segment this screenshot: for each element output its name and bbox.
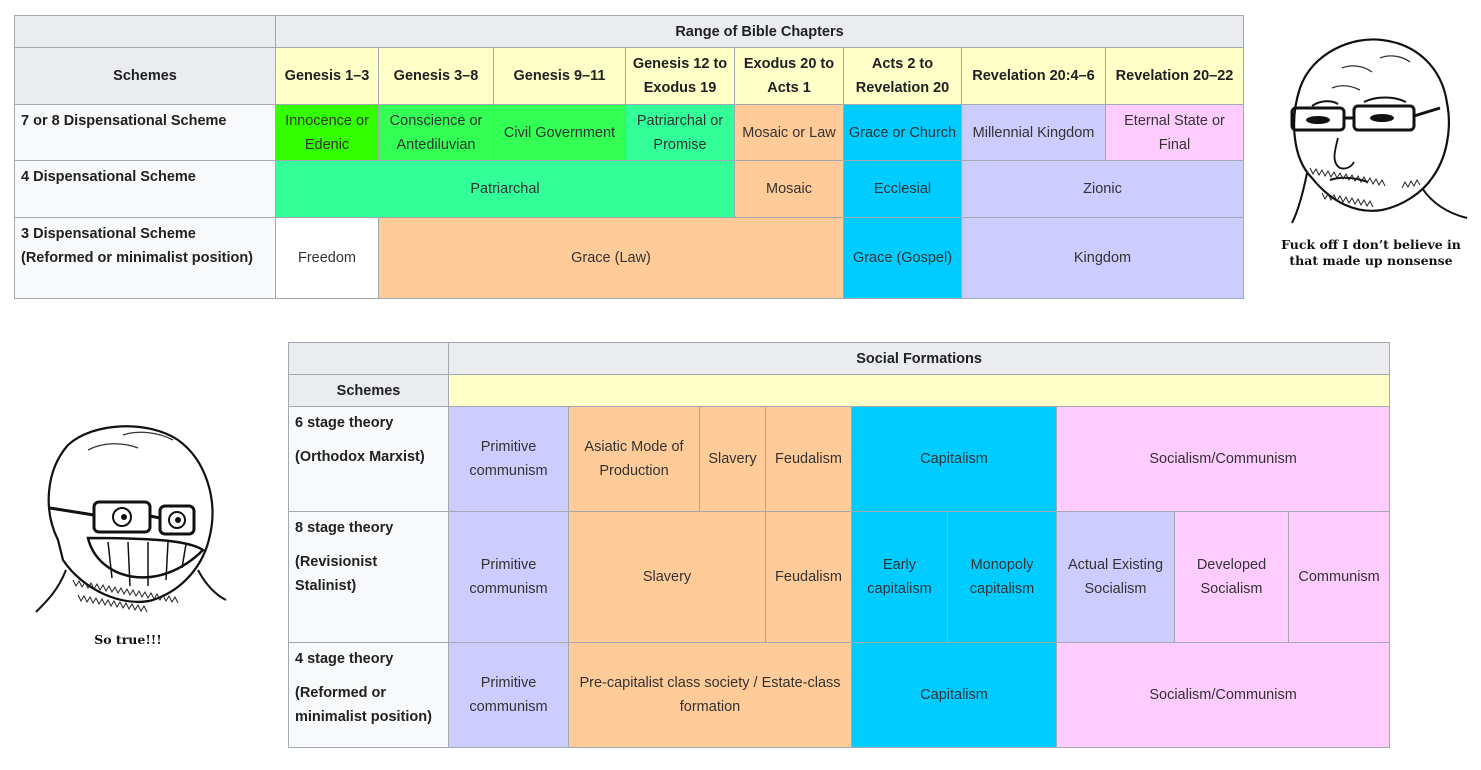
row-header: 6 stage theory (Orthodox Marxist) [288, 406, 449, 512]
table-cell: Patriarchal or Promise [625, 104, 735, 161]
believer-wojak-image [35, 425, 227, 613]
table-cell: Capitalism [851, 406, 1057, 512]
table-cell: Grace or Church [843, 104, 962, 161]
doubter-wojak-image [1290, 38, 1468, 224]
column-header: Exodus 20 to Acts 1 [734, 47, 844, 105]
dispensations-table: Range of Bible Chapters Schemes Genesis … [14, 15, 1245, 299]
table-cell: Grace (Gospel) [843, 217, 962, 299]
table-cell: Feudalism [765, 511, 852, 643]
column-header: Genesis 12 to Exodus 19 [625, 47, 735, 105]
table-cell: Millennial Kingdom [961, 104, 1106, 161]
table-cell: Monopoly capitalism [947, 511, 1057, 643]
believer-caption: So true!!! [94, 632, 162, 647]
table-cell: Mosaic [734, 160, 844, 218]
row-header-subtitle: (Revisionist Stalinist) [295, 554, 378, 594]
row-header-subtitle: (Reformed or minimalist position) [295, 685, 432, 725]
row-header-subtitle: (Orthodox Marxist) [295, 449, 425, 465]
row-header-title: 4 stage theory [295, 651, 394, 667]
row-header: 3 Dispensational Scheme (Reformed or min… [14, 217, 276, 299]
column-header: Revelation 20–22 [1104, 47, 1245, 105]
table-cell: Pre-capitalist class society / Estate-cl… [568, 642, 852, 748]
table-cell: Early capitalism [851, 511, 948, 643]
table-cell: Ecclesial [843, 160, 962, 218]
doubter-caption: Fuck off I don’t believe in that made up… [1281, 237, 1461, 268]
table-title: Social Formations [447, 342, 1391, 375]
table-cell: Mosaic or Law [734, 104, 844, 161]
table-cell: Asiatic Mode of Production [568, 406, 700, 512]
column-header: Genesis 3–8 [378, 47, 494, 105]
empty-header-band [447, 374, 1391, 407]
table-cell: Primitive communism [448, 642, 569, 748]
table-cell: Slavery [568, 511, 766, 643]
table-cell: Patriarchal [275, 160, 735, 218]
table-cell: Civil Government [493, 104, 626, 161]
row-header: 7 or 8 Dispensational Scheme [14, 104, 276, 161]
table-cell: Grace (Law) [378, 217, 844, 299]
table-cell: Freedom [275, 217, 379, 299]
row-header: 4 Dispensational Scheme [14, 160, 276, 218]
table-corner [288, 342, 449, 375]
social-formations-table: Social Formations Schemes 6 stage theory… [288, 342, 1391, 748]
row-header: 4 stage theory (Reformed or minimalist p… [288, 642, 449, 748]
table-cell: Actual Existing Socialism [1056, 511, 1175, 643]
table-cell: Feudalism [765, 406, 852, 512]
table-cell: Primitive communism [448, 406, 569, 512]
schemes-header: Schemes [288, 374, 449, 407]
row-header-title: 6 stage theory [295, 415, 394, 431]
table-cell: Conscience or Antediluvian [378, 104, 494, 161]
table-cell: Socialism/Communism [1055, 642, 1391, 748]
table-cell: Socialism/Communism [1055, 406, 1391, 512]
table-cell: Communism [1287, 511, 1391, 643]
row-header: 8 stage theory (Revisionist Stalinist) [288, 511, 449, 643]
column-header: Acts 2 to Revelation 20 [843, 47, 962, 105]
schemes-header: Schemes [14, 47, 276, 105]
table-cell: Eternal State or Final [1104, 104, 1245, 161]
table-cell: Innocence or Edenic [275, 104, 379, 161]
table-cell: Primitive communism [448, 511, 569, 643]
row-header-title: 8 stage theory [295, 520, 394, 536]
table-cell: Slavery [699, 406, 766, 512]
table-cell: Developed Socialism [1174, 511, 1289, 643]
table-title: Range of Bible Chapters [274, 15, 1245, 48]
table-cell: Capitalism [851, 642, 1057, 748]
column-header: Genesis 9–11 [493, 47, 626, 105]
table-cell: Zionic [960, 160, 1245, 218]
table-cell: Kingdom [960, 217, 1245, 299]
table-corner [14, 15, 276, 48]
column-header: Revelation 20:4–6 [961, 47, 1106, 105]
column-header: Genesis 1–3 [275, 47, 379, 105]
